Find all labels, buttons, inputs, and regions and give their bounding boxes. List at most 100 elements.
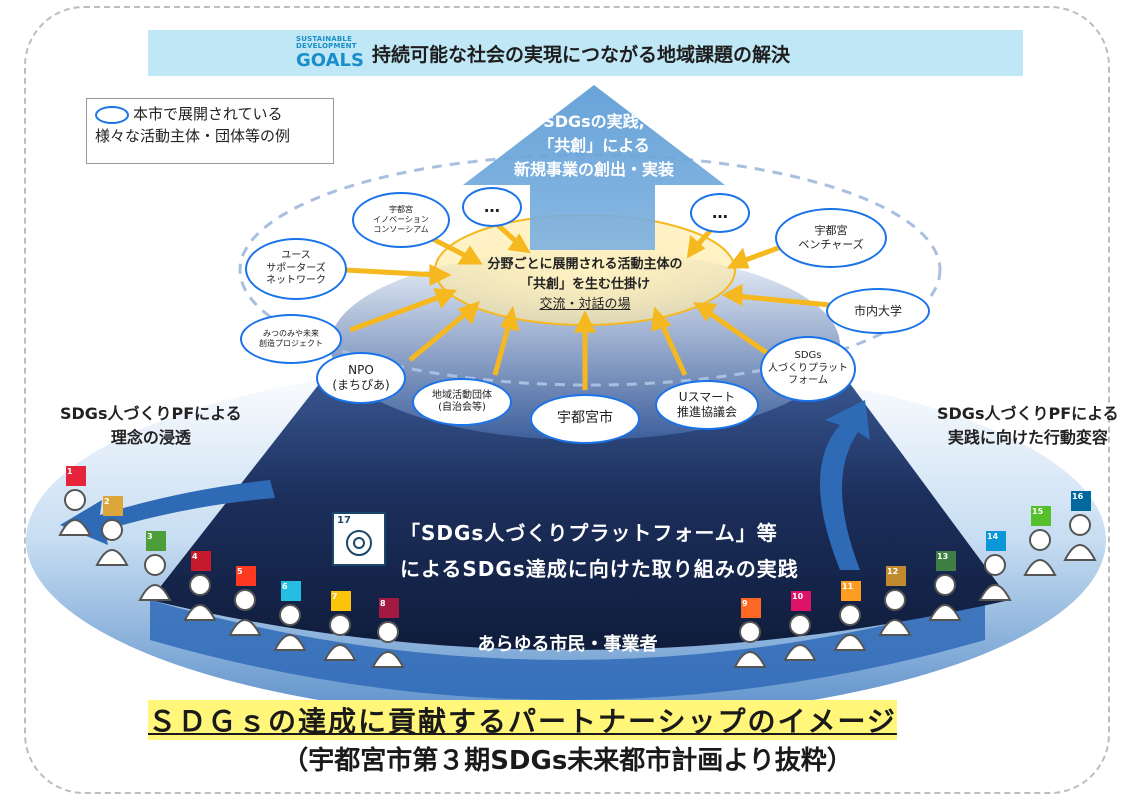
node-youth-supporters: ユース サポーターズ ネットワーク: [245, 238, 347, 300]
node-miya-l1: みつのみや未来: [263, 329, 319, 338]
left-arrow: [60, 480, 275, 545]
person-figure: [183, 574, 217, 621]
sdg-goal-6-icon: 6: [281, 581, 301, 601]
sdg-goal-15-icon: 15: [1031, 506, 1051, 526]
node-chiiki-l1: 地域活動団体: [432, 389, 492, 401]
logo-line1: SUSTAINABLE: [296, 35, 353, 43]
node-innovation-l1: 宇都宮: [389, 205, 413, 214]
node-city-university: 市内大学: [826, 288, 930, 334]
flower-icon: [346, 530, 372, 556]
right-side-text: SDGs人づくりPFによる 実践に向けた行動変容: [937, 402, 1119, 450]
right-arrow: [820, 400, 870, 570]
person-figure: [878, 589, 912, 636]
legend-line1: 本市で展開されている: [133, 105, 283, 123]
node-usmart-council: Uスマート 推進協議会: [655, 380, 759, 430]
footer-subtitle: （宇都宮市第３期SDGs未来都市計画より抜粋）: [282, 746, 853, 776]
node-ellipsis-left: …: [462, 187, 522, 227]
node-usmart-l2: 推進協議会: [676, 405, 737, 419]
main-statement: 「SDGs人づくりプラットフォーム」等 によるSDGs達成に向けた取り組みの実践: [400, 515, 799, 587]
dashed-frame: [24, 6, 1110, 794]
center-hub: 分野ごとに展開される活動主体の 「共創」を生む仕掛け 交流・対話の場: [485, 255, 685, 315]
left-side-text: SDGs人づくりPFによる 理念の浸透: [60, 402, 242, 450]
center-line1: 分野ごとに展開される活動主体の: [487, 257, 683, 272]
left-text-line2: 理念の浸透: [110, 428, 191, 447]
footer-title: ＳＤＧｓの達成に貢献するパートナーシップのイメージ: [148, 700, 897, 740]
main-line1: 「SDGs人づくりプラットフォーム」等: [400, 521, 778, 545]
node-npo-l2: (まちぴあ): [332, 378, 390, 392]
node-venture-l2: ベンチャーズ: [798, 238, 864, 251]
node-community-groups: 地域活動団体 (自治会等): [412, 378, 512, 426]
node-sdgs-platform: SDGs 人づくりプラット フォーム: [760, 336, 856, 402]
node-pf-l2: 人づくりプラット: [768, 362, 848, 374]
node-chiiki-l2: (自治会等): [438, 402, 486, 413]
node-venture-l1: 宇都宮: [814, 224, 848, 238]
person-figure: [978, 554, 1012, 601]
banner-title: 持続可能な社会の実現につながる地域課題の解決: [372, 44, 791, 66]
node-innovation-l3: コンソーシアム: [373, 225, 429, 234]
node-ellipsis-right: …: [690, 193, 750, 233]
node-pf-l3: フォーム: [788, 375, 828, 387]
person-figure: [95, 519, 129, 566]
sdg-goal-12-icon: 12: [886, 566, 906, 586]
sdg-goal-5-icon: 5: [236, 566, 256, 586]
node-usmart-l1: Uスマート: [678, 390, 736, 404]
node-npo-l1: NPO: [348, 363, 374, 377]
orbit-dashed: [238, 153, 942, 387]
center-line2: 「共創」を生む仕掛け: [519, 277, 650, 292]
sdg-goal-7-icon: 7: [331, 591, 351, 611]
person-figure: [1063, 514, 1097, 561]
person-figure: [783, 614, 817, 661]
cone-body: [150, 370, 1010, 650]
legend-box: 本市で展開されている 様々な活動主体・団体等の例: [86, 98, 334, 164]
sdg-goal-8-icon: 8: [379, 598, 399, 618]
sdg-goal-13-icon: 13: [936, 551, 956, 571]
sdg-goal-14-icon: 14: [986, 531, 1006, 551]
bottom-band: [150, 600, 985, 700]
sdg-goal-11-icon: 11: [841, 581, 861, 601]
node-miya-l2: 創造プロジェクト: [259, 339, 323, 348]
right-text-line1: SDGs人づくりPFによる: [937, 404, 1119, 423]
big-up-arrow: [463, 85, 725, 250]
node-youth-l1: ユース: [281, 250, 311, 262]
person-figure: [228, 589, 262, 636]
sdg-goal-16-icon: 16: [1071, 491, 1091, 511]
logo-line3: GOALS: [296, 50, 364, 71]
node-innovation-l2: イノベーション: [373, 215, 429, 224]
node-pf-l1: SDGs: [794, 350, 822, 362]
person-figure: [273, 604, 307, 651]
sdg-logo: SUSTAINABLE DEVELOPMENT GOALS: [296, 35, 364, 72]
left-text-line1: SDGs人づくりPFによる: [60, 404, 242, 423]
node-youth-l3: ネットワーク: [266, 275, 326, 287]
arrow-text-line1: SDGsの実践,: [543, 112, 645, 131]
center-line3: 交流・対話の場: [539, 297, 631, 312]
logo-line2: DEVELOPMENT: [296, 42, 357, 50]
person-figure: [58, 489, 92, 536]
person-figure: [371, 621, 405, 668]
citizens-label: あらゆる市民・事業者: [477, 634, 658, 655]
node-innovation-consortium: 宇都宮 イノベーション コンソーシアム: [352, 192, 450, 248]
main-line2: によるSDGs達成に向けた取り組みの実践: [400, 557, 799, 581]
person-figure: [323, 614, 357, 661]
sdg-goal-3-icon: 3: [146, 531, 166, 551]
node-npo: NPO (まちぴあ): [316, 352, 406, 404]
title-banner: [148, 30, 1023, 76]
goal17-number: 17: [337, 515, 351, 526]
node-utsunomiya-city: 宇都宮市: [530, 394, 640, 444]
arrow-text-line3: 新規事業の創出・実装: [513, 160, 674, 179]
arrow-text-line2: 「共創」による: [538, 136, 650, 155]
person-figure: [833, 604, 867, 651]
sdg-goal-9-icon: 9: [741, 598, 761, 618]
legend-line2: 様々な活動主体・団体等の例: [95, 127, 291, 145]
right-text-line2: 実践に向けた行動変容: [947, 428, 1108, 447]
sdg-goal-1-icon: 1: [66, 466, 86, 486]
node-miya-project: みつのみや未来 創造プロジェクト: [240, 314, 342, 364]
person-figure: [928, 574, 962, 621]
goal17-partnership-icon: 17: [332, 512, 386, 566]
person-figure: [138, 554, 172, 601]
sdg-goal-4-icon: 4: [191, 551, 211, 571]
node-utsunomiya-ventures: 宇都宮 ベンチャーズ: [775, 208, 887, 268]
node-youth-l2: サポーターズ: [266, 262, 326, 274]
sdg-goal-10-icon: 10: [791, 591, 811, 611]
person-figure: [1023, 529, 1057, 576]
person-figure: [733, 621, 767, 668]
